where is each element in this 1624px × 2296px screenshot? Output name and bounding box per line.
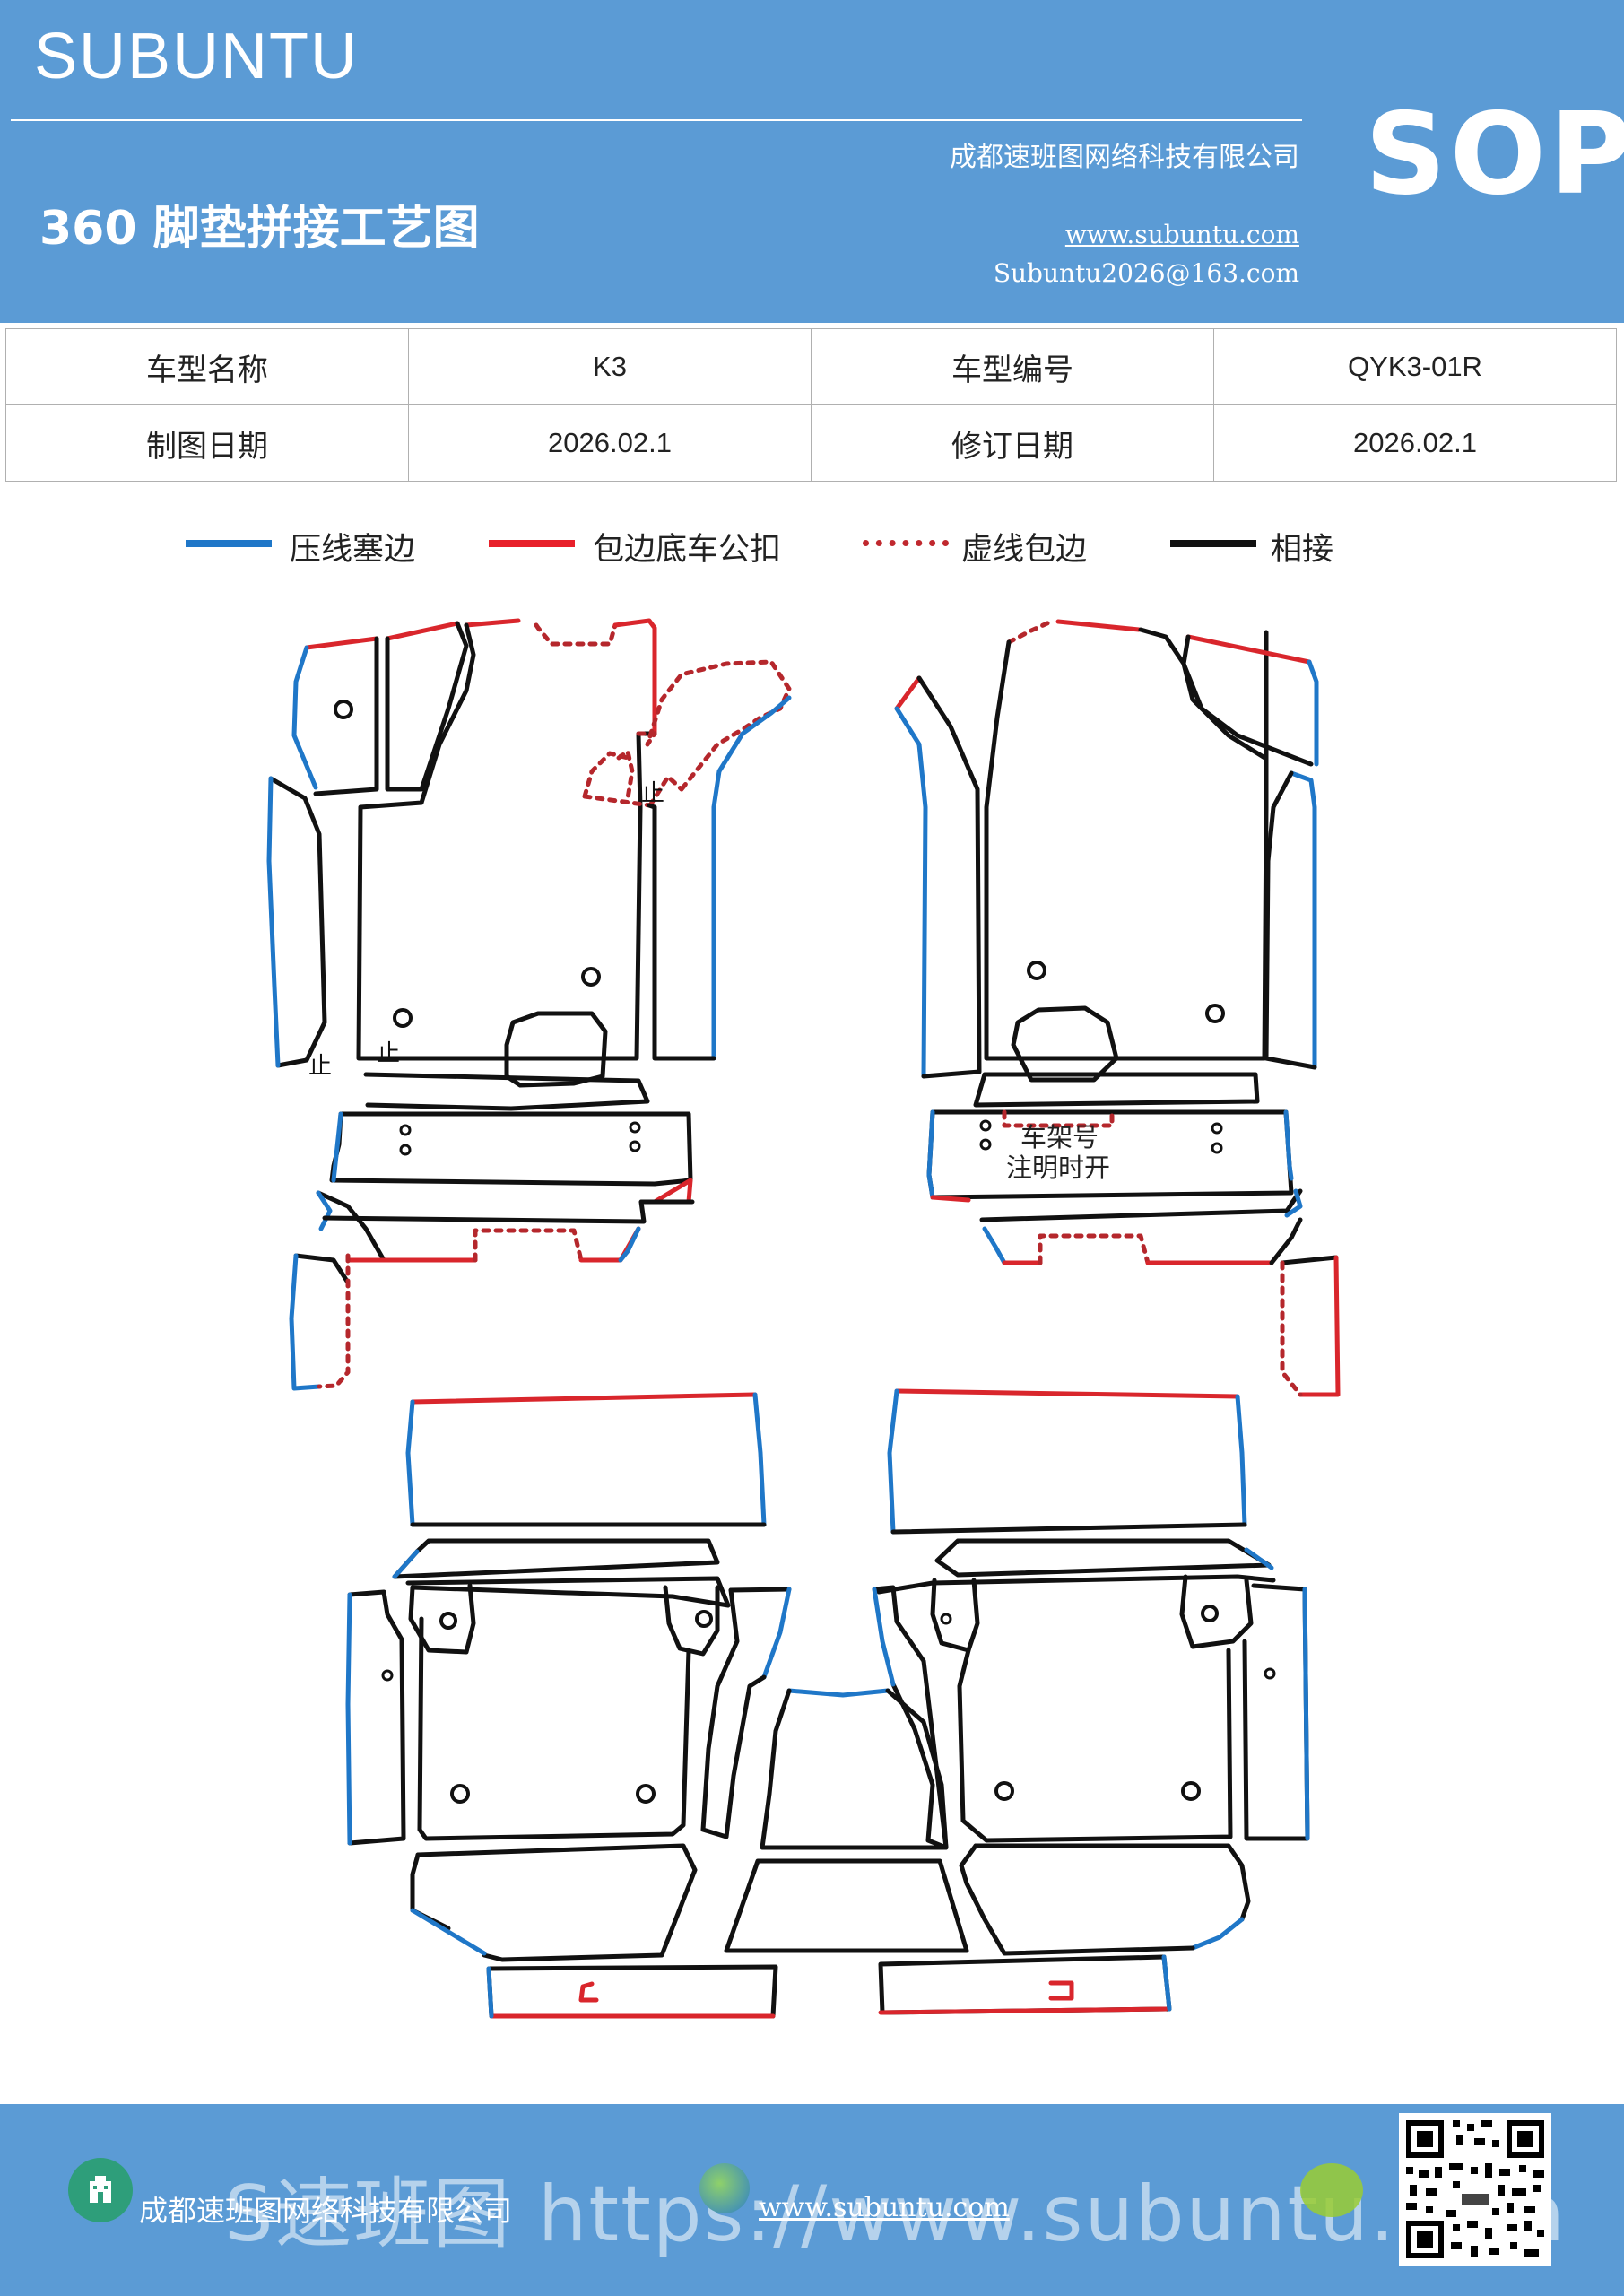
legend-label: 相接 (1271, 532, 1334, 568)
label-model-code: 车型编号 (811, 328, 1214, 405)
label-model-name: 车型名称 (5, 328, 409, 405)
stop-mark: 止 (377, 1040, 400, 1067)
label-revision-date: 修订日期 (811, 404, 1214, 482)
stop-mark: 止 (641, 780, 664, 807)
value-revision-date: 2026.02.1 (1213, 404, 1617, 482)
rear-left-mat (345, 1392, 792, 2019)
label-draw-date: 制图日期 (5, 404, 409, 482)
header-banner (0, 0, 1624, 323)
table-row: 车型名称 K3 车型编号 QYK3-01R (5, 328, 1617, 405)
value-model-code: QYK3-01R (1213, 328, 1617, 405)
footer-website-link[interactable]: www.subuntu.com (759, 2192, 1010, 2223)
wechat-icon (1300, 2163, 1363, 2217)
legend-label: 压线塞边 (290, 532, 416, 568)
vehicle-info-table: 车型名称 K3 车型编号 QYK3-01R 制图日期 2026.02.1 修订日… (5, 328, 1617, 482)
vin-note-line1: 车架号 (1020, 1122, 1099, 1152)
front-right-mat: 车架号 注明时开 (894, 619, 1341, 1397)
document-title: 360 脚垫拼接工艺图 (39, 202, 480, 256)
front-left-mat: 止 止 止 (266, 618, 792, 1391)
legend-swatch-dotted (863, 540, 949, 546)
legend-label: 虚线包边 (961, 532, 1088, 568)
legend-swatch-red (489, 540, 575, 547)
legend-label: 包边底车公扣 (593, 532, 782, 568)
table-row: 制图日期 2026.02.1 修订日期 2026.02.1 (5, 404, 1617, 482)
value-model-name: K3 (408, 328, 812, 405)
building-icon (68, 2158, 133, 2222)
website-link[interactable]: www.subuntu.com (1064, 220, 1299, 249)
footer-company-name: 成都速班图网络科技有限公司 (139, 2194, 513, 2228)
vin-note-line2: 注明时开 (1006, 1152, 1110, 1183)
brand-logo-text: SUBUNTU (34, 21, 360, 92)
legend-swatch-blue (186, 540, 272, 547)
sop-badge: SOP (1365, 88, 1624, 220)
company-name: 成都速班图网络科技有限公司 (950, 142, 1299, 173)
contact-email[interactable]: Subuntu2026@163.com (993, 258, 1299, 288)
rear-right-mat (872, 1388, 1310, 2015)
value-draw-date: 2026.02.1 (408, 404, 812, 482)
qr-code-image[interactable] (1399, 2113, 1551, 2266)
header-divider (11, 119, 1302, 121)
stop-mark: 止 (308, 1053, 332, 1080)
rear-center-mat (724, 1688, 969, 1953)
qr-code-icon (1406, 2120, 1544, 2258)
globe-icon (699, 2163, 750, 2213)
legend-swatch-black (1170, 540, 1256, 547)
